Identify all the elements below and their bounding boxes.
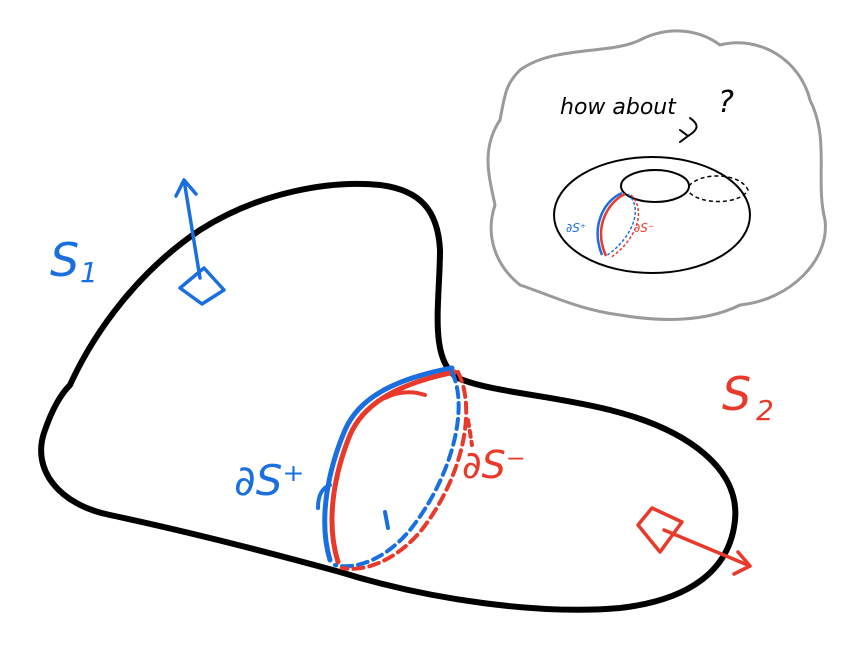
label-ds-plus: ∂S⁺ bbox=[234, 456, 305, 505]
minus-dashed-tick bbox=[466, 418, 474, 447]
plus-orientation-arrow bbox=[316, 483, 332, 510]
s1-normal-arrow bbox=[174, 178, 202, 280]
surface-outline bbox=[38, 180, 739, 613]
boundary-plus-back bbox=[333, 370, 461, 569]
s1-surface-patch bbox=[178, 266, 226, 306]
plus-dashed-tick bbox=[383, 510, 390, 530]
boundary-plus-front bbox=[322, 365, 455, 563]
torus-ds-back-red bbox=[609, 194, 640, 259]
torus-ds-back bbox=[605, 193, 637, 257]
s2-normal-arrow bbox=[662, 528, 752, 576]
torus-meridian-right bbox=[688, 175, 749, 203]
label-s1-sub: 1 bbox=[80, 256, 98, 289]
torus-ds-minus bbox=[599, 192, 626, 257]
label-s2-sub: 2 bbox=[756, 394, 774, 427]
torus-label-ds-minus: ∂S⁻ bbox=[634, 221, 654, 235]
s2-surface-patch bbox=[636, 506, 684, 554]
bubble-pointer-arrow bbox=[679, 117, 698, 143]
torus-outer bbox=[553, 156, 751, 274]
label-s2: S bbox=[722, 367, 751, 421]
torus-ds-plus bbox=[596, 191, 623, 256]
label-ds-minus: ∂S⁻ bbox=[462, 443, 526, 487]
bubble-question-text: how about bbox=[560, 95, 677, 120]
thought-bubble bbox=[486, 29, 827, 321]
boundary-minus-back bbox=[340, 370, 469, 571]
torus-label-ds-plus: ∂S⁺ bbox=[566, 221, 586, 235]
bubble-question-mark: ? bbox=[718, 85, 734, 120]
label-s1: S bbox=[50, 233, 79, 287]
boundary-minus-front bbox=[329, 369, 458, 565]
minus-orientation-arrow bbox=[378, 390, 427, 402]
